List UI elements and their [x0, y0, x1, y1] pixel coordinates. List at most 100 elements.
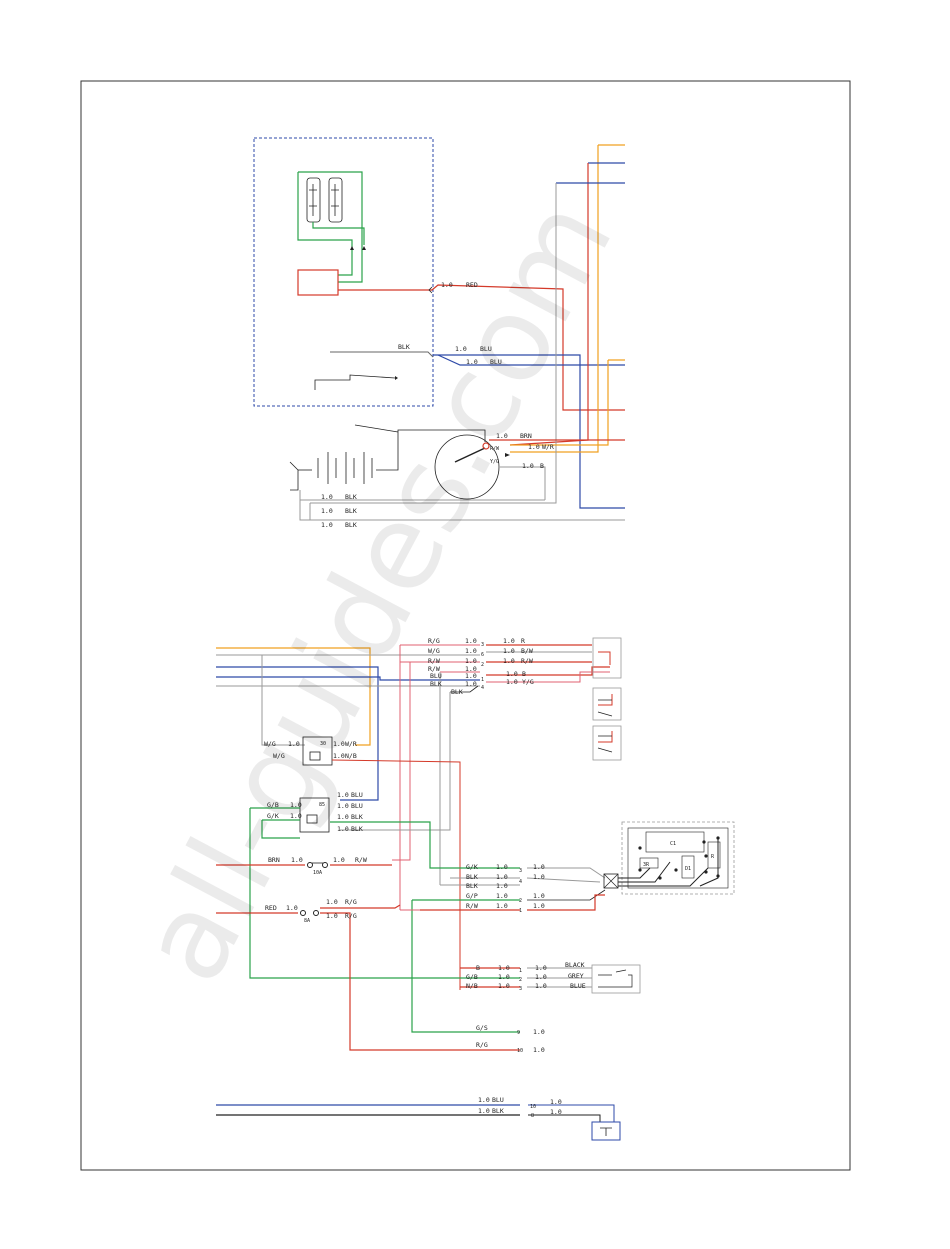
relay2-blk1-size: 1.0 — [337, 813, 349, 821]
relay2-pin: 85 — [319, 802, 325, 808]
relay1-pin: 30 — [320, 741, 326, 747]
fuse2-out2-name: R/G — [345, 912, 357, 920]
mod-row4-pin: 1 — [519, 908, 522, 914]
module-c1: C1 — [670, 841, 676, 847]
mod-row1-pin: 4 — [519, 879, 522, 885]
sw-row0-color: BLACK — [565, 961, 585, 969]
gs-pin: 9 — [517, 1030, 520, 1036]
mod-row4-size: 1.0 — [496, 902, 508, 910]
rg-size: 1.0 — [533, 1046, 545, 1054]
mod-row0-rsize: 1.0 — [533, 863, 545, 871]
relay1-nb: N/B — [345, 752, 357, 760]
row5-left: BLK — [430, 680, 442, 688]
magneto-terminal — [482, 442, 490, 450]
connector-top-rows: R/G 1.0 3 1.0 R W/G 1.0 6 1.0 B/W R/W 1.… — [340, 637, 610, 910]
row0-left: R/G — [428, 637, 440, 645]
bottom-row1-name: BLK — [492, 1107, 504, 1115]
fuse2-out2-size: 1.0 — [326, 912, 338, 920]
blu-wire-2 — [437, 354, 625, 366]
lamp-assembly — [306, 177, 343, 223]
label-blk2-size: 1.0 — [321, 507, 333, 515]
label-blk-tail: BLK — [451, 688, 463, 696]
row3-left: R/W — [428, 665, 440, 673]
mod-row3-size: 1.0 — [496, 892, 508, 900]
fuse2-rating: 8A — [304, 918, 310, 924]
row1-right: B/W — [521, 647, 533, 655]
relay2-blu1: BLU — [351, 791, 363, 799]
label-b-name: B — [540, 462, 544, 470]
gs-size: 1.0 — [533, 1028, 545, 1036]
blu-harness — [216, 666, 379, 801]
label-blk1-size: 1.0 — [321, 493, 333, 501]
dashed-enclosure — [253, 137, 434, 407]
mod-row0-name: G/K — [466, 863, 478, 871]
row4-size: 1.0 — [465, 672, 477, 680]
sw-row2-pin: 3 — [519, 986, 522, 992]
sw-row2-name: N/B — [466, 982, 478, 990]
relay2-blk2: BLK — [351, 825, 363, 833]
bottom-row1-pin: 8 — [531, 1113, 534, 1119]
mod-row4-name: R/W — [466, 902, 478, 910]
relay1-nb-size: 1.0 — [333, 752, 345, 760]
relay1-wr-size: 1.0 — [333, 740, 345, 748]
fuse1-in-name: BRN — [268, 856, 280, 864]
relay2-gk: G/K — [267, 812, 279, 820]
horn-box — [591, 1121, 621, 1141]
page-frame — [80, 80, 851, 1171]
sw-row0-rsize: 1.0 — [535, 964, 547, 972]
label-blu-size: 1.0 — [455, 345, 467, 353]
row3-size: 1.0 — [465, 665, 477, 673]
relay2-blu1-size: 1.0 — [337, 791, 349, 799]
mod-row2-size: 1.0 — [496, 882, 508, 890]
blu-wire-1 — [433, 354, 625, 509]
row0-rsize: 1.0 — [503, 637, 515, 645]
relay1-wr: W/R — [345, 740, 357, 748]
sw-row1-size: 1.0 — [498, 973, 510, 981]
relay-2: 85 G/B 1.0 G/K 1.0 1.0 BLU 1.0 BLU 1.0 B… — [249, 791, 520, 979]
row4-rsize: 1.0 — [506, 670, 518, 678]
lamp-green-wires — [297, 171, 365, 283]
mod-row4-rsize: 1.0 — [533, 902, 545, 910]
mid-section: R/G 1.0 3 1.0 R W/G 1.0 6 1.0 B/W R/W 1.… — [216, 637, 735, 1054]
row0-right: R — [521, 637, 525, 645]
gs-name: G/S — [476, 1024, 488, 1032]
bottom-row1-size: 1.0 — [478, 1107, 490, 1115]
bottom-row1-rsize: 1.0 — [550, 1108, 562, 1116]
fuse-8a: RED 1.0 8A 1.0 R/G 1.0 R/G — [216, 898, 520, 1051]
blk-wire-enclosure — [330, 351, 434, 358]
label-blu2-size: 1.0 — [466, 358, 478, 366]
sw-row2-size: 1.0 — [498, 982, 510, 990]
selector-switch-rows: B 1.0 1 1.0 BLACK G/B 1.0 2 1.0 GREY N/B… — [460, 961, 641, 994]
magneto-circle — [434, 434, 500, 500]
fuse1-out-name: R/W — [355, 856, 367, 864]
sw-row1-name: G/B — [466, 973, 478, 981]
relay1-size: 1.0 — [288, 740, 300, 748]
top-section: 1.0 RED BLK 1.0 BLU 1.0 BLU — [253, 137, 625, 529]
relay2-blk1: BLK — [351, 813, 363, 821]
mod-row3-pin: 2 — [519, 898, 522, 904]
mod-row0-size: 1.0 — [496, 863, 508, 871]
label-red-size: 1.0 — [441, 281, 453, 289]
lamp-connector-arrows — [350, 246, 366, 250]
label-wr-size: 1.0 — [528, 443, 540, 451]
row2-left: R/W — [428, 657, 440, 665]
fuse1-in-size: 1.0 — [291, 856, 303, 864]
row1-left: W/G — [428, 647, 440, 655]
label-blk2-name: BLK — [345, 507, 357, 515]
row5-rsize: 1.0 — [506, 678, 518, 686]
relay2-blu2: BLU — [351, 802, 363, 810]
mod-row1-name: BLK — [466, 873, 478, 881]
fuse1-out-size: 1.0 — [333, 856, 345, 864]
sw-row2-rsize: 1.0 — [535, 982, 547, 990]
module-connector: G/K 1.0 3 1.0 BLK 1.0 4 1.0 BLK 1.0 G/P … — [400, 863, 606, 1033]
label-b-size: 1.0 — [522, 462, 534, 470]
row2-rsize: 1.0 — [503, 657, 515, 665]
label-blk-enclosure: BLK — [398, 343, 410, 351]
relay2-gb: G/B — [267, 801, 279, 809]
lamp-ballast-box — [297, 269, 339, 296]
gs-rg-rows: G/S 9 1.0 R/G 10 1.0 — [476, 1024, 545, 1054]
red-wire-top — [338, 284, 625, 411]
mod-row0-pin: 3 — [519, 868, 522, 874]
